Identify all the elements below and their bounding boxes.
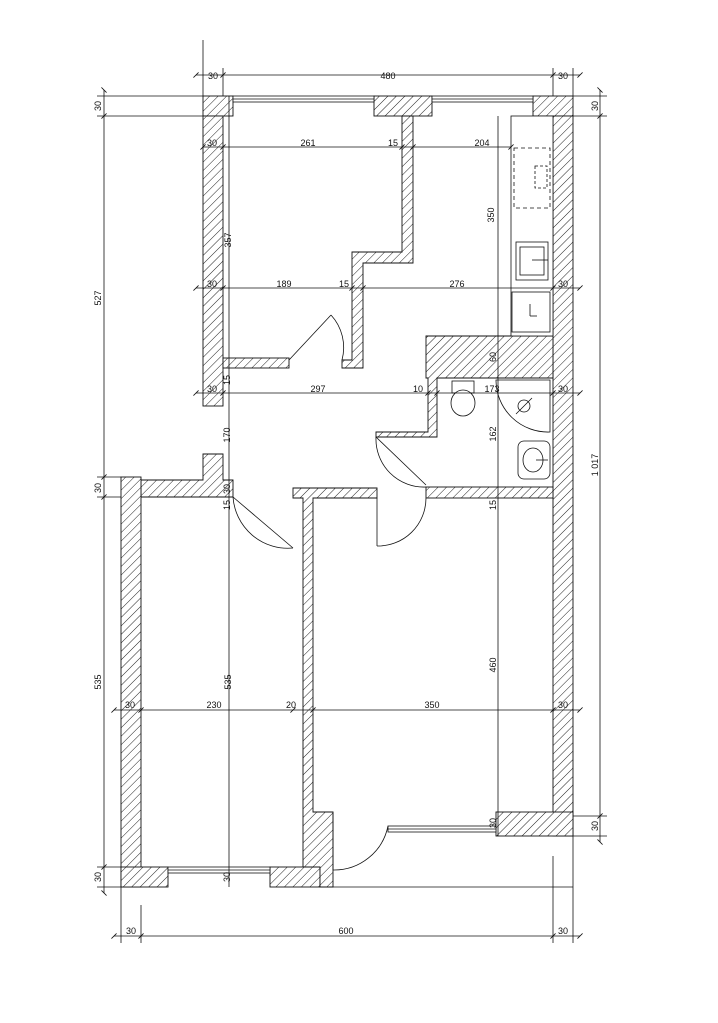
dim-left-lower-total: 535 <box>93 674 103 689</box>
wall-left-lower <box>120 476 142 888</box>
dim-top-right-wall: 30 <box>558 71 568 81</box>
wall-left-upper <box>202 115 224 407</box>
dim-row3-wc: 173 <box>484 384 499 394</box>
kitchen-sink-icon <box>515 241 549 281</box>
wall-mid-left-stub <box>140 453 234 498</box>
dim-bottom-window-wall: 30 <box>222 872 232 882</box>
wall-bottom-left <box>120 866 169 888</box>
dim-lower-room-height-right: 460 <box>488 657 498 672</box>
wall-upper-stepped-partition <box>341 115 414 369</box>
dim-right-top-wall: 30 <box>590 101 600 111</box>
dim-row4-partition: 20 <box>286 700 296 710</box>
fridge <box>511 291 551 333</box>
dimension-lines <box>97 40 607 943</box>
dim-row4-room-a: 230 <box>206 700 221 710</box>
dim-kitchen-depth: 350 <box>486 207 496 222</box>
wall-top-right-corner <box>532 95 574 117</box>
dim-left-mid-wall: 30 <box>93 483 103 493</box>
shower-icon <box>495 379 551 433</box>
dim-top-width: 480 <box>380 71 395 81</box>
dim-top-left-wall: 30 <box>208 71 218 81</box>
dim-row3-left: 30 <box>207 384 217 394</box>
dim-bottom-door-wall: 30 <box>488 818 498 828</box>
dim-row3-hall: 297 <box>310 384 325 394</box>
washbasin-icon <box>517 440 551 480</box>
door-bottom-balcony <box>332 812 389 871</box>
wall-bathroom-bottom <box>425 486 554 499</box>
dim-row3-partition: 10 <box>413 384 423 394</box>
dim-row4-right: 30 <box>558 700 568 710</box>
dim-left-upper-total: 527 <box>93 290 103 305</box>
dim-row4-left: 30 <box>125 700 135 710</box>
dim-core-wall: 60 <box>488 352 498 362</box>
wall-top-left-corner <box>202 95 234 117</box>
dim-upper-room-height: 357 <box>223 232 233 247</box>
dim-row1-room-a: 261 <box>300 138 315 148</box>
wall-upper-room-bottom <box>222 357 290 369</box>
dim-row1-partition: 15 <box>388 138 398 148</box>
door-upper-room <box>288 314 345 361</box>
dim-bottom-total: 600 <box>338 926 353 936</box>
dim-wall-15-right: 15 <box>488 500 498 510</box>
fixtures <box>450 115 554 480</box>
dim-row2-right: 30 <box>558 279 568 289</box>
toilet-icon <box>450 380 476 417</box>
windows <box>167 95 534 874</box>
dim-lower-room-height-left: 535 <box>223 674 233 689</box>
doors <box>232 314 427 871</box>
walls <box>120 95 574 888</box>
dim-left-bottom-wall: 30 <box>93 872 103 882</box>
wall-bottom-mid <box>269 866 321 888</box>
dim-row1-room-b: 204 <box>474 138 489 148</box>
dim-wall-15-left: 15 <box>222 500 232 510</box>
dim-row2-room-a: 189 <box>276 279 291 289</box>
dim-row2-left: 30 <box>207 279 217 289</box>
wall-right <box>552 115 574 837</box>
dim-row3-right: 30 <box>558 384 568 394</box>
dim-right-total: 1 017 <box>590 454 600 477</box>
dimension-labels: 30 480 30 30 261 15 204 350 357 30 189 1… <box>93 71 600 936</box>
dim-row2-partition: 15 <box>339 279 349 289</box>
dim-right-bottom-wall: 30 <box>590 821 600 831</box>
dim-bottom-left-wall: 30 <box>126 926 136 936</box>
dim-bath-height: 162 <box>488 426 498 441</box>
dim-left-top-wall: 30 <box>93 101 103 111</box>
door-wc <box>375 436 427 488</box>
dim-row3-wall: 15 <box>222 375 232 385</box>
door-right-room <box>376 497 427 547</box>
dim-row4-room-b: 350 <box>424 700 439 710</box>
stove-icon <box>513 147 551 209</box>
wall-top-between-windows <box>373 95 433 117</box>
dim-row1-left: 30 <box>207 138 217 148</box>
wall-lower-partition <box>292 487 378 888</box>
dim-wall-30-left: 30 <box>222 484 232 494</box>
dim-hall-height: 170 <box>222 427 232 442</box>
dim-row2-room-b: 276 <box>449 279 464 289</box>
door-left-room <box>232 496 294 549</box>
wall-bottom-right <box>495 811 574 837</box>
dim-bottom-right-wall: 30 <box>558 926 568 936</box>
